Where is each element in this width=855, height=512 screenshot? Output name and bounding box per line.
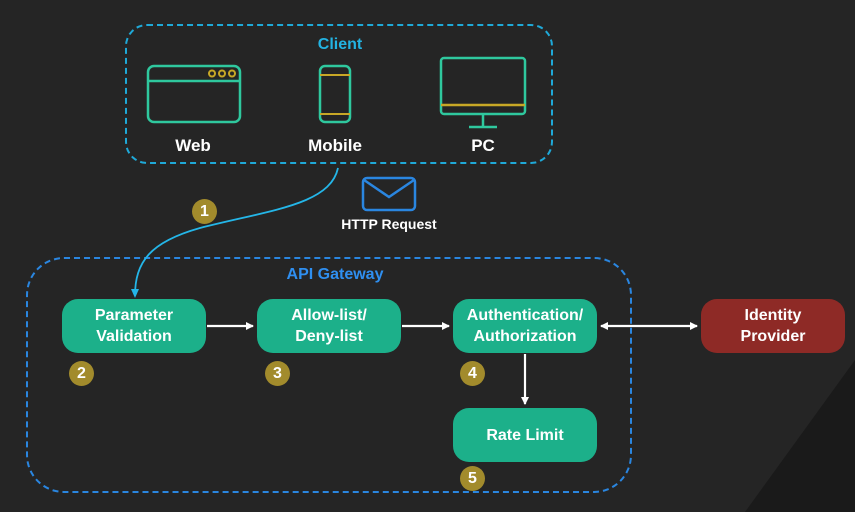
desktop-monitor-icon: [439, 56, 527, 129]
rate-limit-node: Rate Limit: [453, 408, 597, 462]
client-group-title: Client: [317, 36, 363, 53]
device-label-pc: PC: [471, 136, 495, 155]
device-label-mobile: Mobile: [308, 136, 362, 155]
auth-node: Authentication/ Authorization: [453, 299, 597, 353]
http-request-label: HTTP Request: [341, 216, 437, 232]
mobile-phone-icon: [318, 64, 352, 124]
step-badge-1: 1: [192, 199, 217, 224]
client-group: [125, 24, 553, 164]
allow-deny-list-node: Allow-list/ Deny-list: [257, 299, 401, 353]
envelope-icon: [361, 176, 417, 212]
step-badge-4: 4: [460, 361, 485, 386]
step-badge-3: 3: [265, 361, 290, 386]
identity-provider-node: Identity Provider: [701, 299, 845, 353]
api-gateway-title: API Gateway: [286, 266, 384, 283]
parameter-validation-node: Parameter Validation: [62, 299, 206, 353]
step-badge-2: 2: [69, 361, 94, 386]
step-badge-5: 5: [460, 466, 485, 491]
device-label-web: Web: [175, 136, 211, 155]
browser-window-icon: [146, 64, 242, 124]
